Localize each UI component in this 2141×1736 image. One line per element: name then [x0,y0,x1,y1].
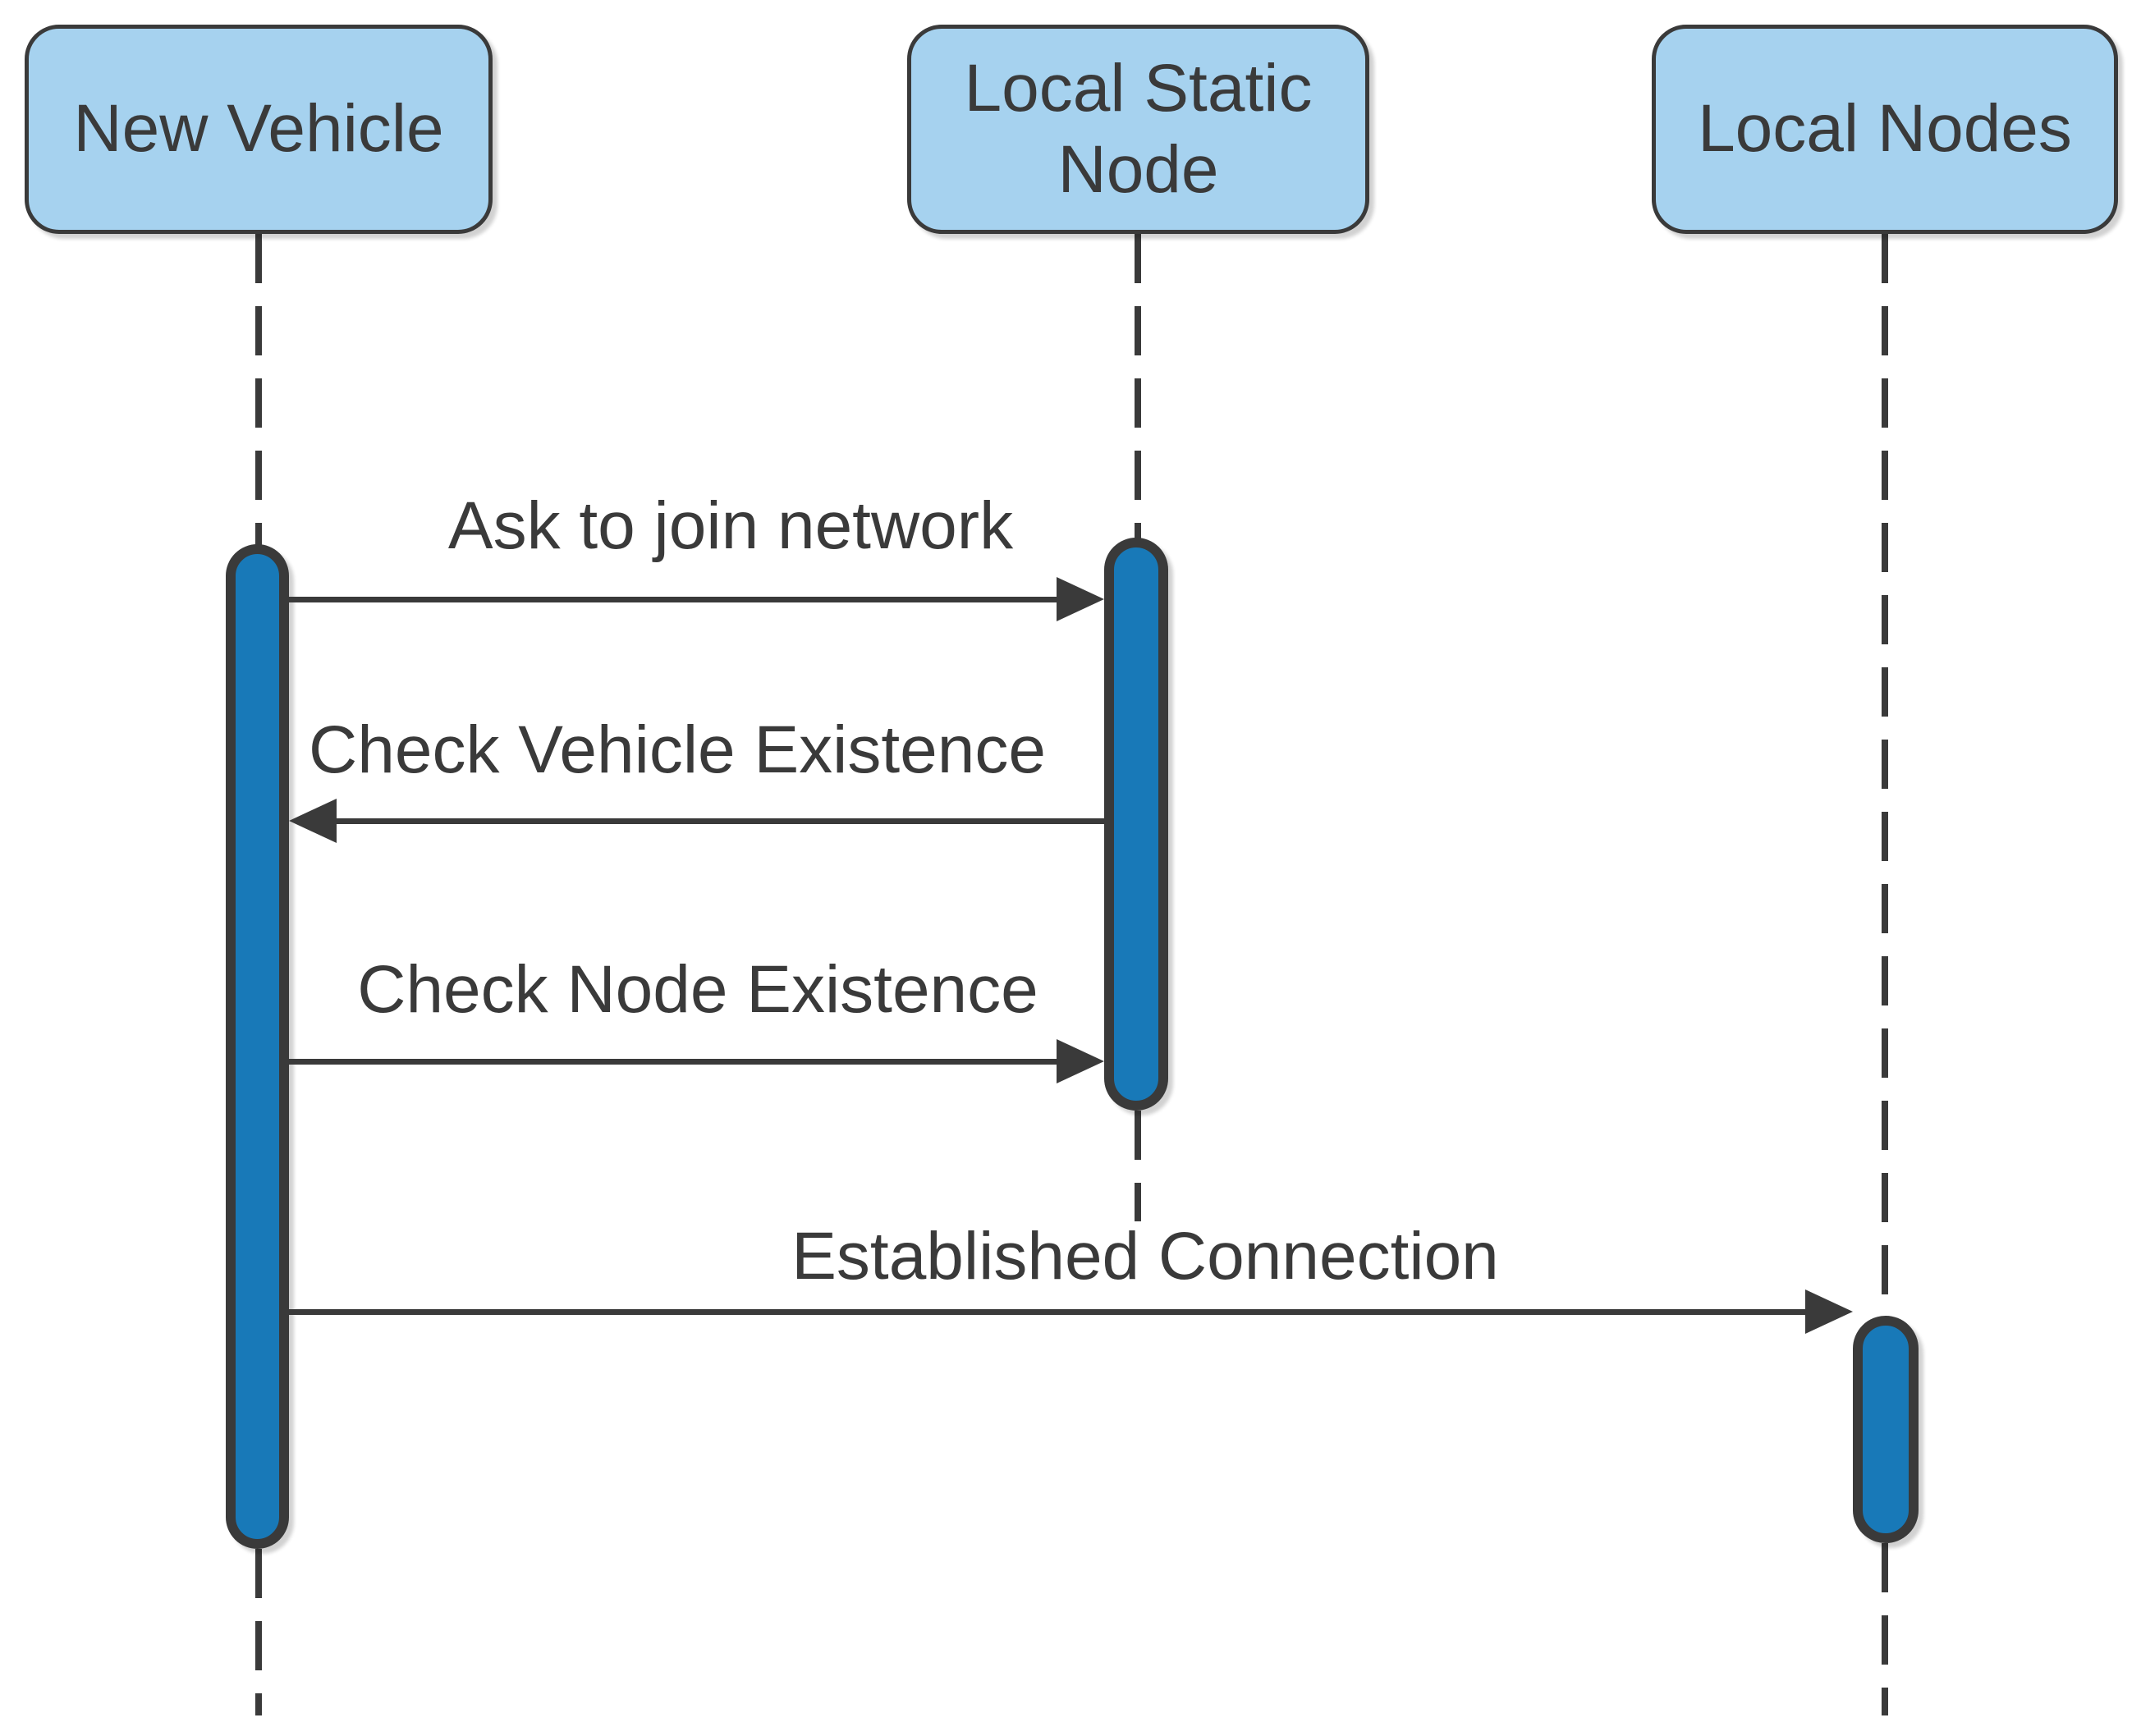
activation-bar-local-nodes [1853,1316,1919,1543]
actor-local-static-node-label: Local Static Node [964,51,1313,207]
actor-local-nodes-label: Local Nodes [1698,91,2072,167]
message-label-established-connection: Established Connection [791,1219,1499,1294]
activation-bar-local-static-node [1104,538,1168,1111]
message-line-ask-to-join-network [289,597,1057,602]
lifeline-local-static-node-lower [1135,1111,1141,1221]
lifeline-local-static-node-upper [1135,234,1141,539]
message-label-ask-to-join-network: Ask to join network [447,488,1014,563]
message-line-established-connection [289,1309,1805,1315]
activation-bar-new-vehicle [226,544,289,1549]
actor-new-vehicle: New Vehicle [25,25,493,234]
lifeline-new-vehicle-lower [255,1549,262,1715]
arrowhead-right-icon [1805,1289,1853,1334]
actor-local-nodes: Local Nodes [1652,25,2118,234]
arrowhead-right-icon [1057,1039,1104,1083]
lifeline-new-vehicle-upper [255,234,262,546]
actor-new-vehicle-label: New Vehicle [73,91,444,167]
arrowhead-right-icon [1057,577,1104,621]
actor-local-static-node: Local Static Node [907,25,1369,234]
lifeline-local-nodes-lower [1882,1543,1888,1715]
message-label-check-node-existence: Check Node Existence [357,952,1038,1027]
message-label-check-vehicle-existence: Check Vehicle Existence [309,712,1046,787]
message-line-check-node-existence [289,1059,1057,1065]
message-line-check-vehicle-existence [337,818,1104,824]
arrowhead-left-icon [289,799,337,843]
lifeline-local-nodes-upper [1882,234,1888,1316]
